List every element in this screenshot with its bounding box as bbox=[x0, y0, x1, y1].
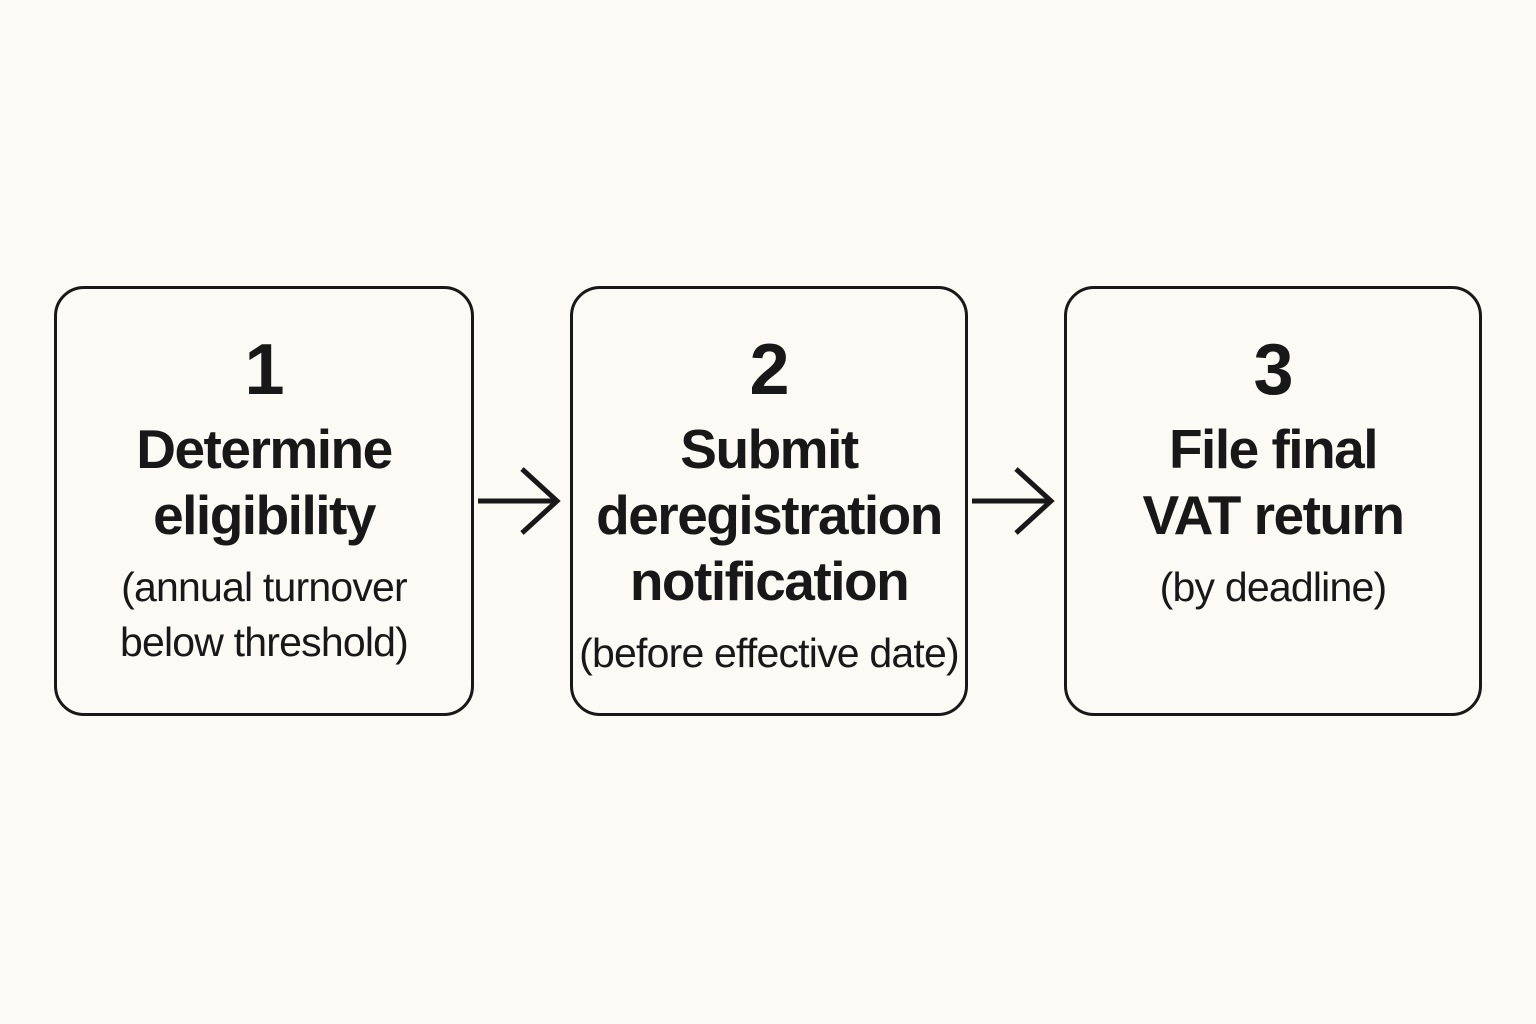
step-2-note: (before effective date) bbox=[573, 626, 965, 681]
arrow-right-icon bbox=[972, 467, 1055, 535]
step-2-number: 2 bbox=[749, 330, 789, 410]
step-1-note-line: (annual turnover bbox=[121, 564, 408, 611]
step-2-title-line: notification bbox=[629, 550, 910, 613]
step-3-title: File final VAT return bbox=[1067, 416, 1479, 548]
step-3-title-line: File final bbox=[1168, 418, 1379, 481]
step-2-title: Submit deregistration notification bbox=[573, 416, 965, 614]
step-3-note: (by deadline) bbox=[1067, 560, 1479, 615]
step-3-number: 3 bbox=[1253, 330, 1293, 410]
step-1-note: (annual turnover below threshold) bbox=[57, 560, 471, 670]
step-1-box: 1 Determine eligibility (annual turnover… bbox=[54, 286, 474, 716]
step-3-note-line: (by deadline) bbox=[1159, 564, 1387, 611]
arrow-right-icon bbox=[478, 467, 561, 535]
step-1-title-line: eligibility bbox=[153, 484, 376, 547]
step-3-title-line: VAT return bbox=[1142, 484, 1405, 547]
step-2-box: 2 Submit deregistration notification (be… bbox=[570, 286, 968, 716]
step-1-note-line: below threshold) bbox=[119, 619, 409, 666]
step-1-title: Determine eligibility bbox=[57, 416, 471, 548]
step-1-number: 1 bbox=[244, 330, 284, 410]
step-2-title-line: deregistration bbox=[596, 484, 943, 547]
step-2-note-line: (before effective date) bbox=[579, 630, 960, 677]
step-2-title-line: Submit bbox=[680, 418, 859, 481]
step-3-box: 3 File final VAT return (by deadline) bbox=[1064, 286, 1482, 716]
flow-row: 1 Determine eligibility (annual turnover… bbox=[54, 286, 1482, 716]
step-1-title-line: Determine bbox=[136, 418, 393, 481]
